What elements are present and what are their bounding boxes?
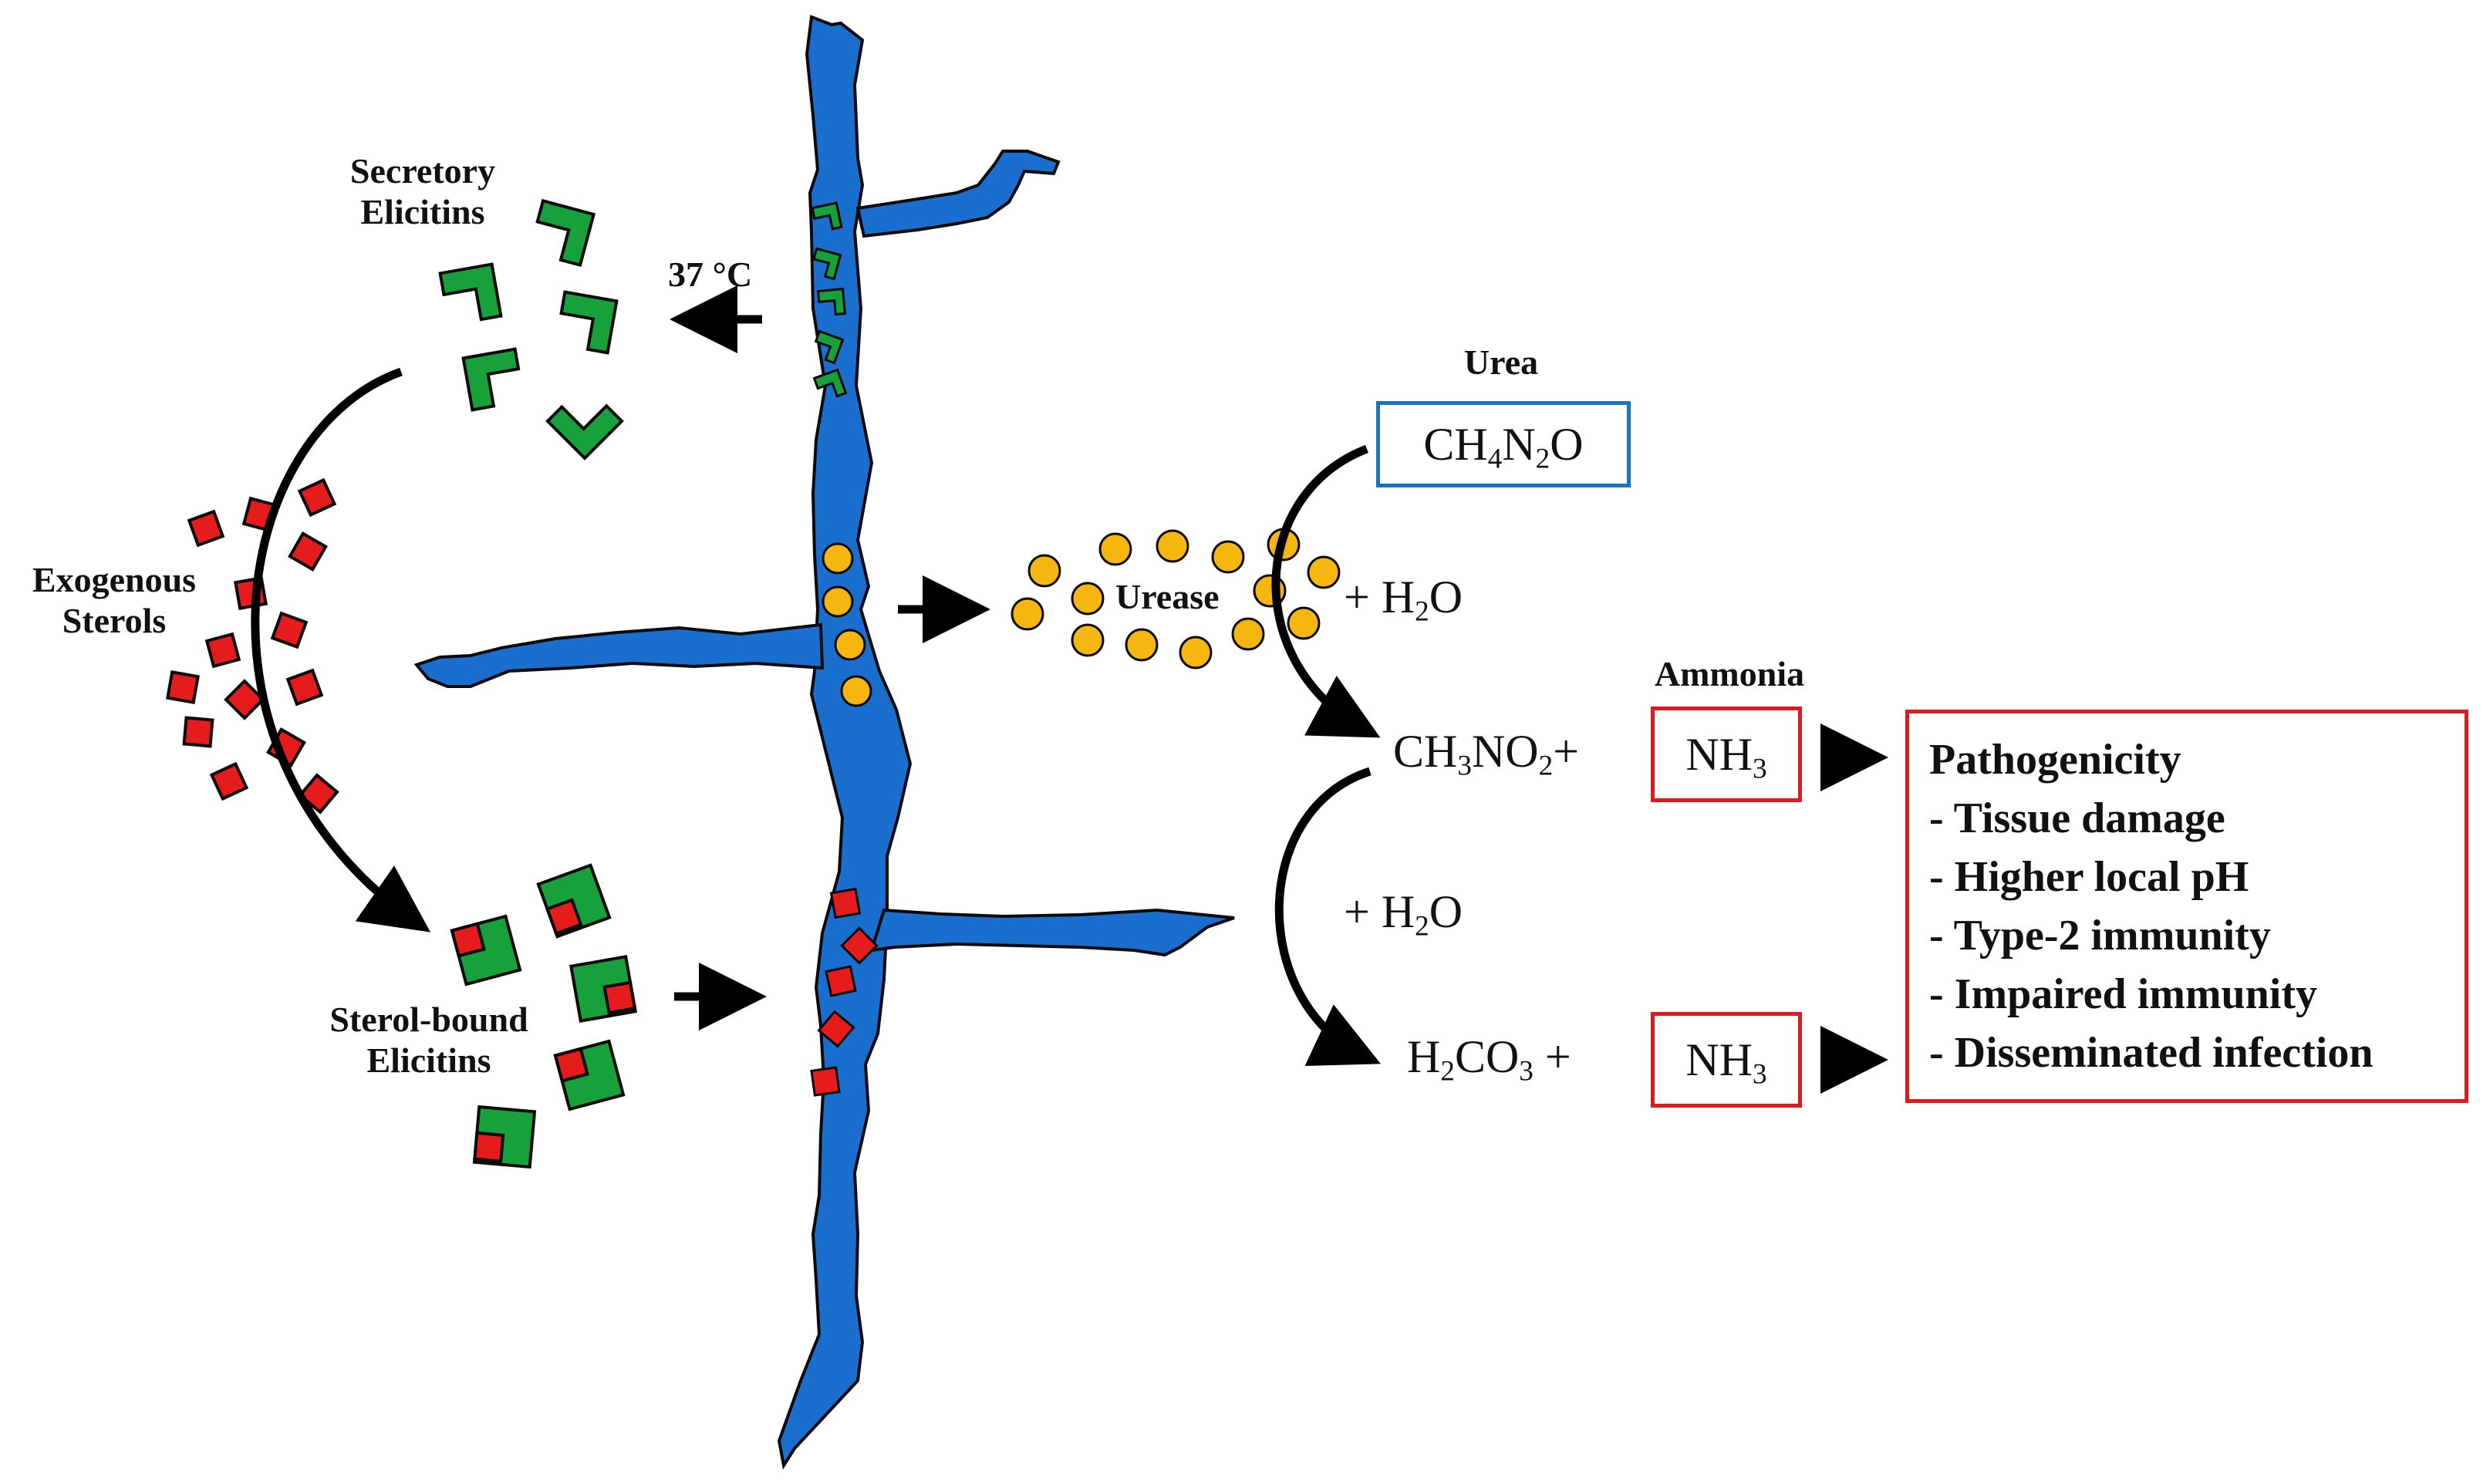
label-line: Exogenous — [32, 560, 197, 599]
urease-dot — [1287, 606, 1321, 640]
elicitin-shape — [812, 368, 848, 398]
urea-formula: CH4N2O — [1423, 418, 1584, 474]
arrows — [251, 285, 1888, 1094]
urease-dot — [834, 629, 866, 661]
urease-dot — [1011, 597, 1044, 631]
bound-elicitin — [472, 1105, 537, 1169]
urease-dot — [1179, 636, 1213, 669]
elicitin-shape — [812, 247, 842, 281]
label-exogenous-sterols: Exogenous Sterols — [32, 560, 196, 642]
sterol-shape — [182, 716, 214, 748]
secretory-elicitins — [438, 198, 624, 460]
urease-dot — [1231, 617, 1265, 651]
label-line: Elicitins — [360, 191, 485, 231]
urease-dot — [1071, 582, 1105, 616]
sterol-shape — [285, 668, 324, 707]
sterol-shape — [288, 531, 328, 572]
urease-dot — [822, 542, 854, 575]
hypha-internal-urease — [822, 542, 872, 707]
label-secretory-elicitins: Secretory Elicitins — [350, 151, 495, 233]
hypha-branch-lower — [869, 908, 1235, 957]
label-line: Sterols — [62, 600, 167, 640]
bound-elicitin — [569, 954, 638, 1024]
sterol-shape — [165, 669, 201, 705]
label-sterol-bound-elicitins: Sterol-bound Elicitins — [329, 1000, 528, 1081]
label-line: Secretory — [349, 151, 496, 191]
urease-dot — [1211, 540, 1245, 574]
sterol-shape — [840, 926, 879, 965]
elicitin-shape — [811, 201, 843, 231]
urease-dot — [822, 585, 854, 618]
bound-elicitin — [536, 863, 612, 939]
sterol-shape — [825, 965, 857, 997]
hypha-trunk — [777, 15, 913, 1470]
sterol-bound-elicitins — [450, 863, 638, 1169]
elicitin-shape — [814, 329, 845, 365]
arrow-curve-urea-hydrolysis — [1271, 444, 1381, 738]
ammonia-box-1: NH3 — [1651, 707, 1802, 802]
pathogenicity-item: - Disseminated infection — [1929, 1029, 2374, 1077]
urease-dot — [1125, 628, 1159, 662]
arrow-curve-sterol-binding — [251, 367, 431, 933]
urease-dot — [1071, 623, 1105, 657]
urea-formula-box: CH4N2O — [1376, 401, 1631, 487]
sterol-shape — [810, 1066, 841, 1097]
urease-dot — [840, 675, 872, 707]
label-urease: Urease — [1115, 577, 1220, 616]
sterol-shape — [204, 632, 241, 669]
urease-dot — [1307, 555, 1341, 589]
hypha-branch-middle — [413, 622, 825, 688]
urease-cluster — [1011, 528, 1341, 669]
label-ammonia: Ammonia — [1654, 654, 1805, 693]
water-label-1: + H2O — [1344, 572, 1463, 628]
sterol-shape — [298, 773, 339, 815]
sterol-shape — [297, 477, 337, 518]
label-line: Sterol-bound — [329, 1000, 528, 1039]
sterol-shape — [224, 679, 265, 720]
pathogenicity-item: - Higher local pH — [1929, 853, 2249, 901]
elicitin-shape — [559, 290, 619, 355]
carbamate-formula: CH3NO2+ — [1393, 726, 1580, 782]
hypha-branch-upper — [855, 150, 1061, 238]
sterol-shape — [817, 1010, 855, 1048]
sterol-shape — [829, 887, 862, 919]
carbonic-acid-formula: H2CO3 + — [1407, 1031, 1571, 1088]
water-label-2: + H2O — [1344, 886, 1463, 943]
label-line: Elicitins — [366, 1040, 491, 1080]
elicitin-shape — [438, 262, 503, 322]
hypha-internal-sterols — [810, 887, 879, 1097]
sterol-shape — [209, 761, 249, 801]
pathogenicity-item: - Type-2 immunity — [1929, 912, 2271, 960]
pathogenicity-item: - Tissue damage — [1929, 794, 2225, 842]
arrow-curve-carbamate-hydrolysis — [1274, 767, 1381, 1066]
sterol-shape — [187, 509, 225, 548]
sterol-shape — [270, 611, 309, 649]
urease-dot — [1027, 554, 1061, 588]
ammonia-formula: NH3 — [1685, 1034, 1767, 1090]
elicitin-shape — [817, 288, 846, 316]
urease-dot — [1098, 532, 1132, 566]
bound-elicitin — [553, 1039, 626, 1111]
ammonia-formula: NH3 — [1685, 728, 1767, 784]
label-urea: Urea — [1463, 342, 1539, 382]
bound-elicitin — [450, 914, 522, 987]
urease-dot — [1156, 529, 1189, 563]
pathogenicity-box: Pathogenicity - Tissue damage - Higher l… — [1905, 710, 2468, 1103]
elicitin-shape — [535, 198, 596, 268]
elicitin-shape — [461, 347, 521, 412]
hypha — [413, 15, 1235, 1470]
hypha-internal-elicitins — [811, 201, 848, 398]
pathogenicity-title: Pathogenicity — [1929, 736, 2181, 784]
pathogenicity-item: - Impaired immunity — [1929, 970, 2317, 1018]
ammonia-box-2: NH3 — [1651, 1012, 1802, 1108]
label-temperature: 37 °C — [668, 255, 753, 294]
elicitin-shape — [545, 403, 624, 460]
